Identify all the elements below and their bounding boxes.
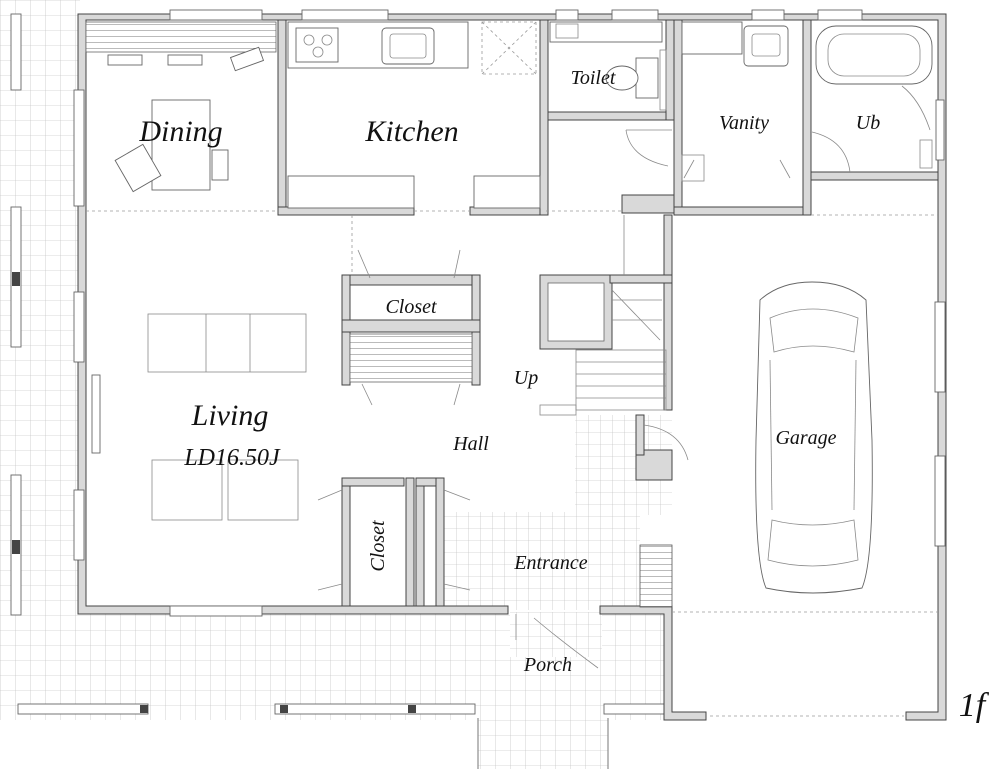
toilet-fixtures (549, 21, 667, 111)
room-label-closet-side: Closet (367, 520, 389, 572)
room-label-ub: Ub (856, 112, 880, 134)
room-label-entrance: Entrance (513, 552, 587, 574)
room-label-living: Living (191, 399, 269, 432)
room-label-closet-hall: Closet (385, 296, 437, 318)
room-label-toilet: Toilet (571, 67, 616, 89)
room-label-kitchen: Kitchen (364, 115, 458, 148)
garage-car (755, 281, 873, 594)
room-label-up: Up (514, 367, 538, 389)
guide-lines (86, 210, 938, 717)
room-label-hall: Hall (452, 433, 489, 455)
windows (73, 9, 946, 617)
room-label-dining: Dining (138, 115, 222, 148)
doors (317, 129, 851, 669)
hall-closet-shelves (349, 333, 473, 383)
deck-railing (10, 13, 671, 715)
floor-label: 1f (959, 687, 989, 724)
room-label-porch: Porch (523, 654, 572, 676)
living-furniture (147, 313, 307, 521)
room-labels: Dining Kitchen Toilet Vanity Ub Living L… (138, 67, 880, 676)
exterior-walls (77, 13, 947, 721)
room-label-vanity: Vanity (719, 112, 769, 134)
room-label-living-area: LD16.50J (183, 445, 281, 471)
staircase (539, 215, 667, 416)
kitchen-fixtures (287, 21, 541, 209)
interior-walls (277, 19, 939, 608)
vanity-fixtures (681, 21, 789, 182)
room-label-garage: Garage (775, 427, 836, 449)
bath-fixtures (815, 25, 933, 169)
dining-furniture (85, 21, 277, 193)
